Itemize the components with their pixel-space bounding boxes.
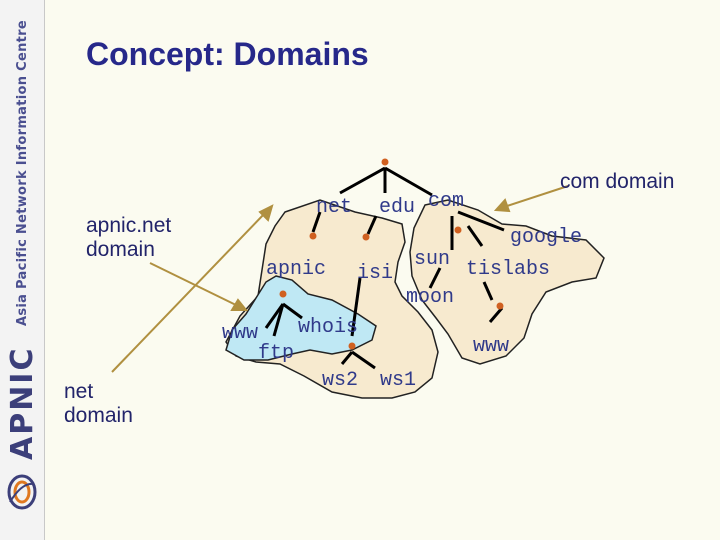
pointer-arrows [111, 185, 569, 373]
apnic-net-domain-label-line1: apnic.net [86, 214, 172, 237]
node-www-apnic: www [222, 322, 258, 345]
edge-tislabs-www2 [488, 307, 504, 323]
arrow-com-head [493, 198, 511, 213]
arrow-net-head [258, 204, 274, 222]
edge-apnic-whois [282, 302, 303, 320]
arrow-net [111, 211, 267, 373]
edge-isi-moon [350, 277, 362, 337]
tree-edges [264, 166, 505, 370]
edge-moon-ws2 [340, 351, 354, 365]
edge-root-net [339, 166, 386, 195]
edge-net-apnic [311, 211, 322, 233]
apnic-net-domain-label: apnic.net domain [86, 214, 171, 262]
apnic-net-domain-label-line2: domain [86, 238, 155, 261]
slide-title: Concept: Domains [86, 36, 369, 72]
node-moon: moon [406, 286, 454, 309]
node-www-tislabs: www [473, 335, 509, 358]
node-dots [279, 158, 504, 350]
arrow-apnic-net [149, 262, 239, 307]
edge-tislabs-www [482, 281, 494, 301]
edge-edu-isi [366, 215, 378, 235]
sidebar: Asia Pacific Network Information Centre … [0, 0, 45, 540]
node-ws2: ws2 [322, 369, 358, 392]
root-dot [381, 158, 389, 166]
node-ws1: ws1 [380, 369, 416, 392]
arrow-com [503, 185, 569, 208]
apnic-logo-icon [7, 474, 37, 510]
node-google: google [510, 226, 582, 249]
node-com: com [428, 190, 464, 213]
edge-apnic-www [264, 303, 285, 329]
com-dot [454, 226, 462, 234]
edge-apnic-ftp [272, 303, 285, 337]
edge-com-tislabs [466, 225, 484, 247]
edge-moon-ws1 [351, 350, 376, 370]
arrow-apnic-net-head [230, 298, 249, 311]
node-apnic: apnic [266, 258, 326, 281]
net-domain-label: net domain [64, 380, 133, 428]
net-dot [309, 232, 317, 240]
node-ftp: ftp [258, 342, 294, 365]
edge-root-com [384, 166, 433, 197]
moon-dot [348, 342, 356, 350]
com-domain-region [409, 199, 605, 365]
edge-sun-moon [428, 267, 442, 289]
node-edu: edu [379, 196, 415, 219]
apnic-dot [279, 290, 287, 298]
node-whois: whois [298, 316, 358, 339]
edge-com-google [457, 210, 505, 232]
node-isi: isi [357, 262, 393, 285]
node-tislabs: tislabs [466, 258, 550, 281]
com-domain-label: com domain [560, 170, 675, 193]
net-domain-label-line1: net [64, 380, 94, 403]
edu-dot [362, 233, 370, 241]
node-net: net [316, 196, 352, 219]
tislabs-dot [496, 302, 504, 310]
net-domain-label-line2: domain [64, 404, 133, 427]
node-sun: sun [414, 248, 450, 271]
